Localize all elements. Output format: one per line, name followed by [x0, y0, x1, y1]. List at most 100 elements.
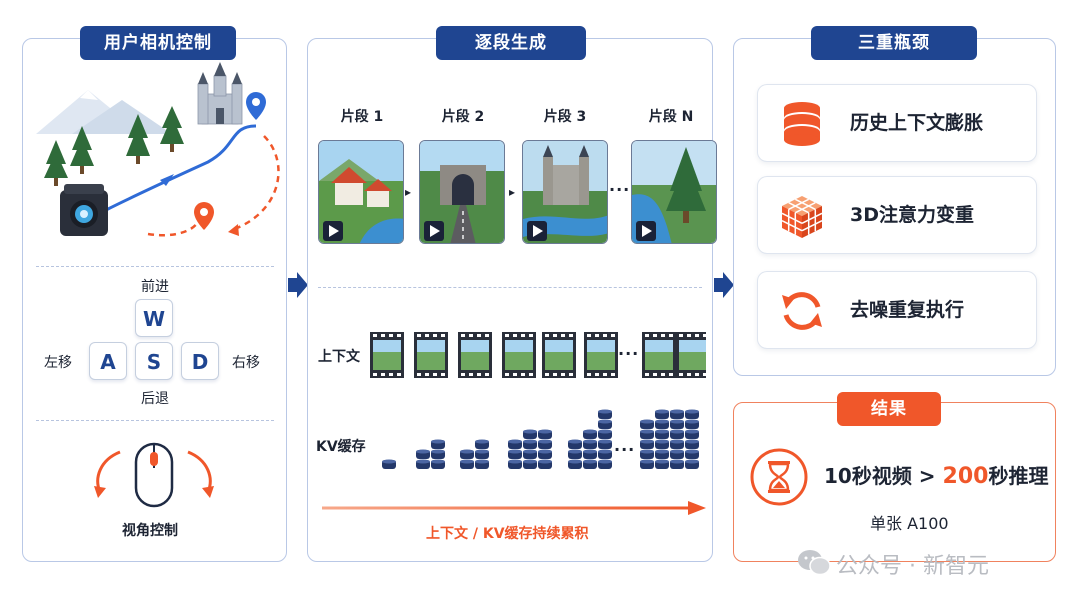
kv-disk: [583, 449, 597, 459]
kv-disk: [670, 449, 684, 459]
kv-disk: [568, 439, 582, 449]
key-d[interactable]: D: [181, 342, 219, 380]
bottleneck-denoise-text: 去噪重复执行: [850, 299, 965, 321]
kv-disk: [655, 439, 669, 449]
kv-disk: [538, 459, 552, 469]
context-label: 上下文: [318, 349, 360, 365]
kv-disk: [640, 459, 654, 469]
segment-generation-panel: [307, 38, 713, 562]
kv-disk: [598, 429, 612, 439]
back-label: 后退: [141, 391, 169, 407]
segment-ellipsis: ···: [609, 180, 631, 199]
cube-icon: [781, 196, 823, 238]
context-ellipsis: ···: [618, 344, 640, 363]
kv-disk: [538, 449, 552, 459]
bottleneck-card-context: 历史上下文膨胀: [757, 84, 1037, 162]
panel1-divider-1: [36, 266, 274, 267]
kv-disk: [583, 439, 597, 449]
kv-disk: [670, 439, 684, 449]
key-w[interactable]: W: [135, 299, 173, 337]
result-hardware: 单张 A100: [870, 514, 949, 533]
result-inference-time: 10秒视频 > 200秒推理: [824, 460, 1048, 489]
segment-arrow-2: ▸: [509, 185, 516, 199]
panel1-divider-2: [36, 420, 274, 421]
forward-label: 前进: [141, 279, 169, 295]
kv-disk: [508, 449, 522, 459]
kv-disk: [475, 459, 489, 469]
result-title: 结果: [837, 392, 941, 426]
kv-disk: [416, 449, 430, 459]
kv-disk: [568, 449, 582, 459]
kv-disk: [685, 459, 699, 469]
kv-disk: [655, 459, 669, 469]
kv-disk: [640, 449, 654, 459]
bottleneck-card-attention: 3D注意力变重: [757, 176, 1037, 254]
kv-disk: [523, 429, 537, 439]
database-icon: [784, 102, 820, 146]
segment-thumbnail-3[interactable]: [522, 140, 608, 244]
bottleneck-attention-text: 3D注意力变重: [850, 204, 974, 226]
kv-disk: [416, 459, 430, 469]
kv-cache-label: KV缓存: [316, 439, 366, 455]
segment-thumbnail-1[interactable]: [318, 140, 404, 244]
kv-disk: [685, 439, 699, 449]
right-label: 右移: [232, 355, 260, 371]
kv-disk: [508, 439, 522, 449]
flow-arrow-2: [714, 272, 734, 298]
mouse-icon: [94, 442, 214, 508]
bottleneck-context-text: 历史上下文膨胀: [850, 112, 984, 134]
panel2-divider: [318, 287, 702, 288]
kv-cache-stacks: [382, 409, 699, 469]
kv-disk: [655, 409, 669, 419]
kv-disk: [508, 459, 522, 469]
context-filmstrip: [370, 332, 706, 378]
kv-disk: [538, 439, 552, 449]
watermark-text: 公众号 · 新智元: [836, 554, 989, 579]
kv-disk: [655, 429, 669, 439]
camera-control-title: 用户相机控制: [80, 26, 236, 60]
kv-disk: [670, 429, 684, 439]
kv-disk: [568, 459, 582, 469]
kv-disk: [655, 419, 669, 429]
kv-disk: [538, 429, 552, 439]
segment-label-3: 片段 3: [543, 109, 587, 125]
kv-disk: [598, 409, 612, 419]
kv-disk: [431, 449, 445, 459]
segment-label-2: 片段 2: [441, 109, 485, 125]
segment-generation-title: 逐段生成: [436, 26, 586, 60]
result-suffix: 秒推理: [988, 464, 1049, 488]
kv-disk: [523, 449, 537, 459]
kv-disk: [640, 439, 654, 449]
wechat-icon: [798, 550, 831, 576]
kv-disk: [640, 419, 654, 429]
kv-disk: [598, 459, 612, 469]
view-control-label: 视角控制: [122, 523, 178, 539]
camera-path-illustration: [36, 62, 280, 237]
kv-disk: [685, 429, 699, 439]
kv-disk: [670, 459, 684, 469]
segment-thumbnail-n[interactable]: [631, 140, 717, 244]
segment-label-1: 片段 1: [340, 109, 384, 125]
bottleneck-card-denoise: 去噪重复执行: [757, 271, 1037, 349]
kv-disk: [431, 439, 445, 449]
refresh-icon: [782, 292, 822, 330]
kv-disk: [460, 459, 474, 469]
segment-thumbnail-2[interactable]: [419, 140, 505, 244]
kv-disk: [655, 449, 669, 459]
hourglass-icon: [750, 448, 808, 506]
key-s[interactable]: S: [135, 342, 173, 380]
segment-label-n: 片段 N: [648, 109, 694, 125]
kv-disk: [670, 419, 684, 429]
segment-arrow-1: ▸: [405, 185, 412, 199]
accumulate-arrow: [322, 501, 706, 515]
kv-disk: [460, 449, 474, 459]
left-label: 左移: [44, 355, 72, 371]
kv-disk: [382, 459, 396, 469]
kv-disk: [475, 439, 489, 449]
kv-disk: [523, 439, 537, 449]
kv-disk: [598, 419, 612, 429]
key-a[interactable]: A: [89, 342, 127, 380]
kv-disk: [475, 449, 489, 459]
flow-arrow-1: [288, 272, 308, 298]
kv-disk: [670, 409, 684, 419]
